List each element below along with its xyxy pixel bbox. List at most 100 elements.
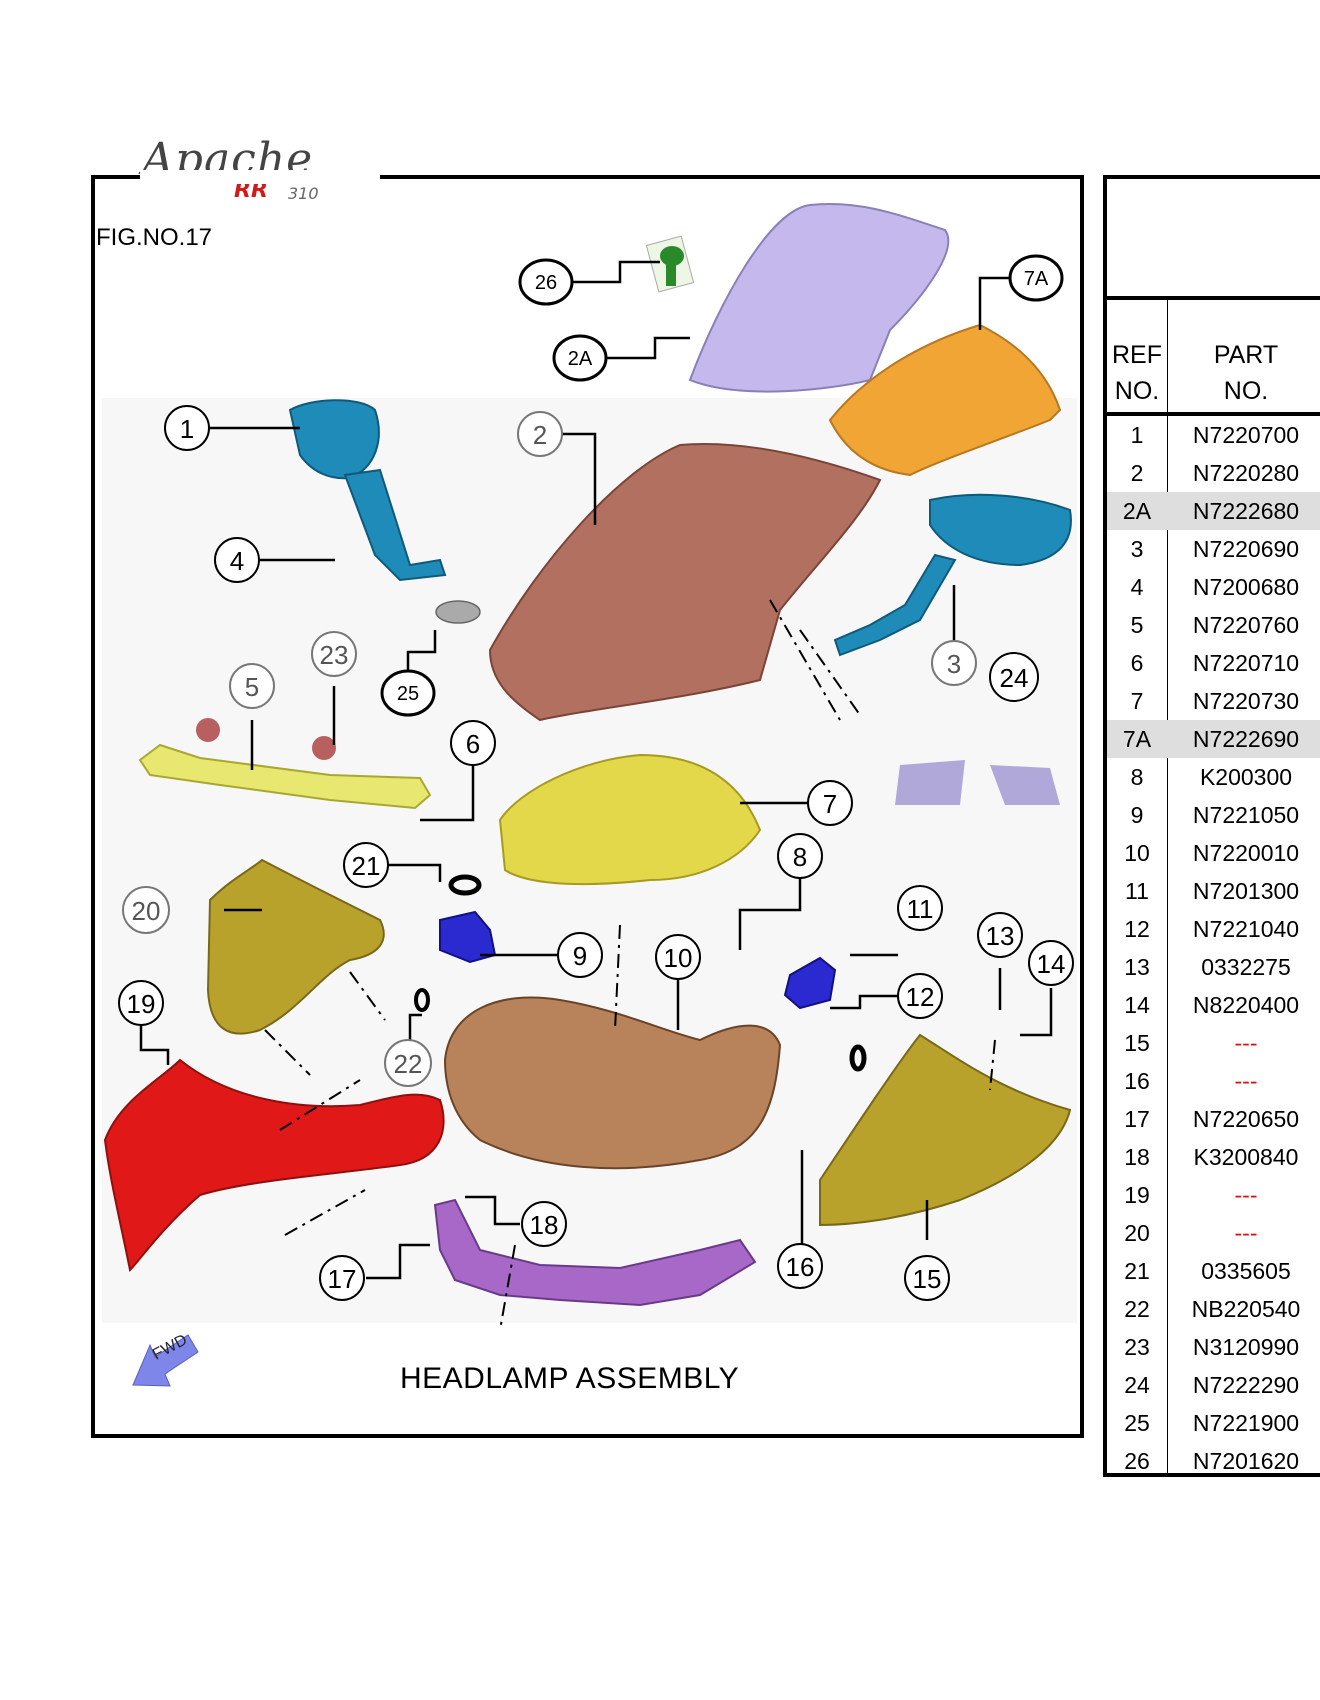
callout-25-label: 25 — [397, 683, 419, 705]
part-no-cell: N7220700 — [1192, 422, 1300, 448]
part-no-cell: --- — [1234, 1030, 1258, 1056]
table-row: 17 N7220650 — [1107, 1100, 1320, 1138]
nut-23b-part — [312, 736, 336, 760]
ref-no-cell: 20 — [1124, 1220, 1150, 1246]
ref-no-cell: 6 — [1130, 650, 1144, 676]
part-no-cell: N7200680 — [1192, 574, 1300, 600]
table-row: 21 0335605 — [1107, 1252, 1320, 1290]
ref-no-cell: 9 — [1130, 802, 1144, 828]
part-no-cell: N7201620 — [1192, 1448, 1300, 1474]
part-no-cell: N7220690 — [1192, 536, 1300, 562]
tinted-windscreen-part — [828, 323, 1062, 477]
ref-no-cell: 21 — [1124, 1258, 1150, 1284]
side-panel-20-part — [206, 858, 385, 1035]
callout-4: 4 — [214, 537, 260, 583]
table-row: 1 N7220700 — [1107, 416, 1320, 454]
callout-23: 23 — [311, 631, 357, 677]
callout-10: 10 — [655, 934, 701, 980]
ref-no-cell: 8 — [1130, 764, 1144, 790]
callout-2a: 2A — [552, 334, 608, 382]
callout-20: 20 — [122, 886, 170, 934]
ref-no-cell: 13 — [1124, 954, 1150, 980]
callout-22: 22 — [384, 1039, 432, 1087]
table-row: 7A N7222690 — [1107, 720, 1320, 758]
figure-number: FIG.NO.17 — [96, 224, 213, 251]
figure-title: HEADLAMP ASSEMBLY — [400, 1362, 740, 1395]
callout-8: 8 — [777, 833, 823, 879]
callout-2a-label: 2A — [568, 348, 593, 370]
o-ring-21-part — [448, 874, 482, 896]
callout-5-label: 5 — [245, 672, 259, 702]
ref-no-cell: 26 — [1124, 1448, 1150, 1474]
table-row: 15--- — [1107, 1024, 1320, 1062]
part-no-cell: N8220400 — [1192, 992, 1300, 1018]
callout-15: 15 — [904, 1255, 950, 1301]
part-no-cell: N7201300 — [1192, 878, 1300, 904]
ref-no-cell: 14 — [1124, 992, 1150, 1018]
gasket-25-part — [435, 600, 481, 624]
column-divider — [1167, 300, 1168, 1473]
ref-no-cell: 25 — [1124, 1410, 1150, 1436]
ref-no-cell: 11 — [1125, 878, 1149, 904]
callout-13: 13 — [977, 912, 1023, 958]
bracket-5-part — [138, 743, 432, 810]
callout-21: 21 — [343, 842, 389, 888]
callout-11: 11 — [897, 885, 943, 931]
callout-6-label: 6 — [466, 729, 480, 759]
callout-19-label: 19 — [127, 989, 156, 1019]
ref-no-cell: 7A — [1122, 726, 1152, 752]
ref-no-cell: 5 — [1130, 612, 1144, 638]
part-no-cell: N7220760 — [1192, 612, 1300, 638]
ref-no-cell: 22 — [1124, 1296, 1150, 1322]
part-no-cell: N7221900 — [1192, 1410, 1300, 1436]
callout-17-label: 17 — [328, 1264, 357, 1294]
callout-24-label: 24 — [1000, 663, 1029, 693]
mirror-right-part — [929, 493, 1072, 567]
callout-5: 5 — [229, 663, 275, 709]
mirror-right-stem — [833, 553, 957, 657]
table-row: 11 N7201300 — [1107, 872, 1320, 910]
fwd-arrow-icon — [132, 1334, 199, 1387]
side-panel-15-part — [819, 1033, 1072, 1227]
callout-25: 25 — [380, 669, 436, 717]
table-top-rule — [1107, 296, 1320, 300]
callout-14: 14 — [1028, 940, 1074, 986]
part-no-cell: N7220650 — [1192, 1106, 1300, 1132]
callout-1: 1 — [164, 405, 210, 451]
callout-7-label: 7 — [823, 789, 837, 819]
part-no-cell: NB220540 — [1191, 1296, 1301, 1322]
callout-7a: 7A — [1008, 254, 1064, 302]
nut-23a-part — [196, 718, 220, 742]
callout-3-label: 3 — [947, 649, 961, 679]
callout-7a-label: 7A — [1024, 268, 1049, 290]
callout-9-label: 9 — [573, 941, 587, 971]
ref-no-cell: 24 — [1124, 1372, 1150, 1398]
part-no-cell: N7220280 — [1192, 460, 1300, 486]
ref-no-cell: 19 — [1124, 1182, 1150, 1208]
callout-19: 19 — [118, 980, 164, 1026]
assembly-lines — [264, 599, 996, 1331]
callout-6: 6 — [450, 720, 496, 766]
visor-part — [488, 443, 882, 722]
logo-frame-gap — [140, 170, 380, 184]
callout-12-label: 12 — [906, 982, 935, 1012]
ref-no-cell: 1 — [1130, 422, 1144, 448]
part-no-cell: N7222690 — [1192, 726, 1300, 752]
inner-panel-7-part — [498, 753, 762, 886]
ref-no-cell: 17 — [1124, 1106, 1150, 1132]
part-no-cell: 0335605 — [1201, 1258, 1291, 1284]
part-header-line2: NO. — [1223, 377, 1269, 405]
callout-16-label: 16 — [786, 1252, 815, 1282]
ref-no-header: REF NO. — [1107, 337, 1167, 409]
callout-9: 9 — [557, 932, 603, 978]
part-no-cell: --- — [1234, 1068, 1258, 1094]
bracket-12-part — [783, 956, 837, 1010]
callout-4-label: 4 — [230, 546, 244, 576]
